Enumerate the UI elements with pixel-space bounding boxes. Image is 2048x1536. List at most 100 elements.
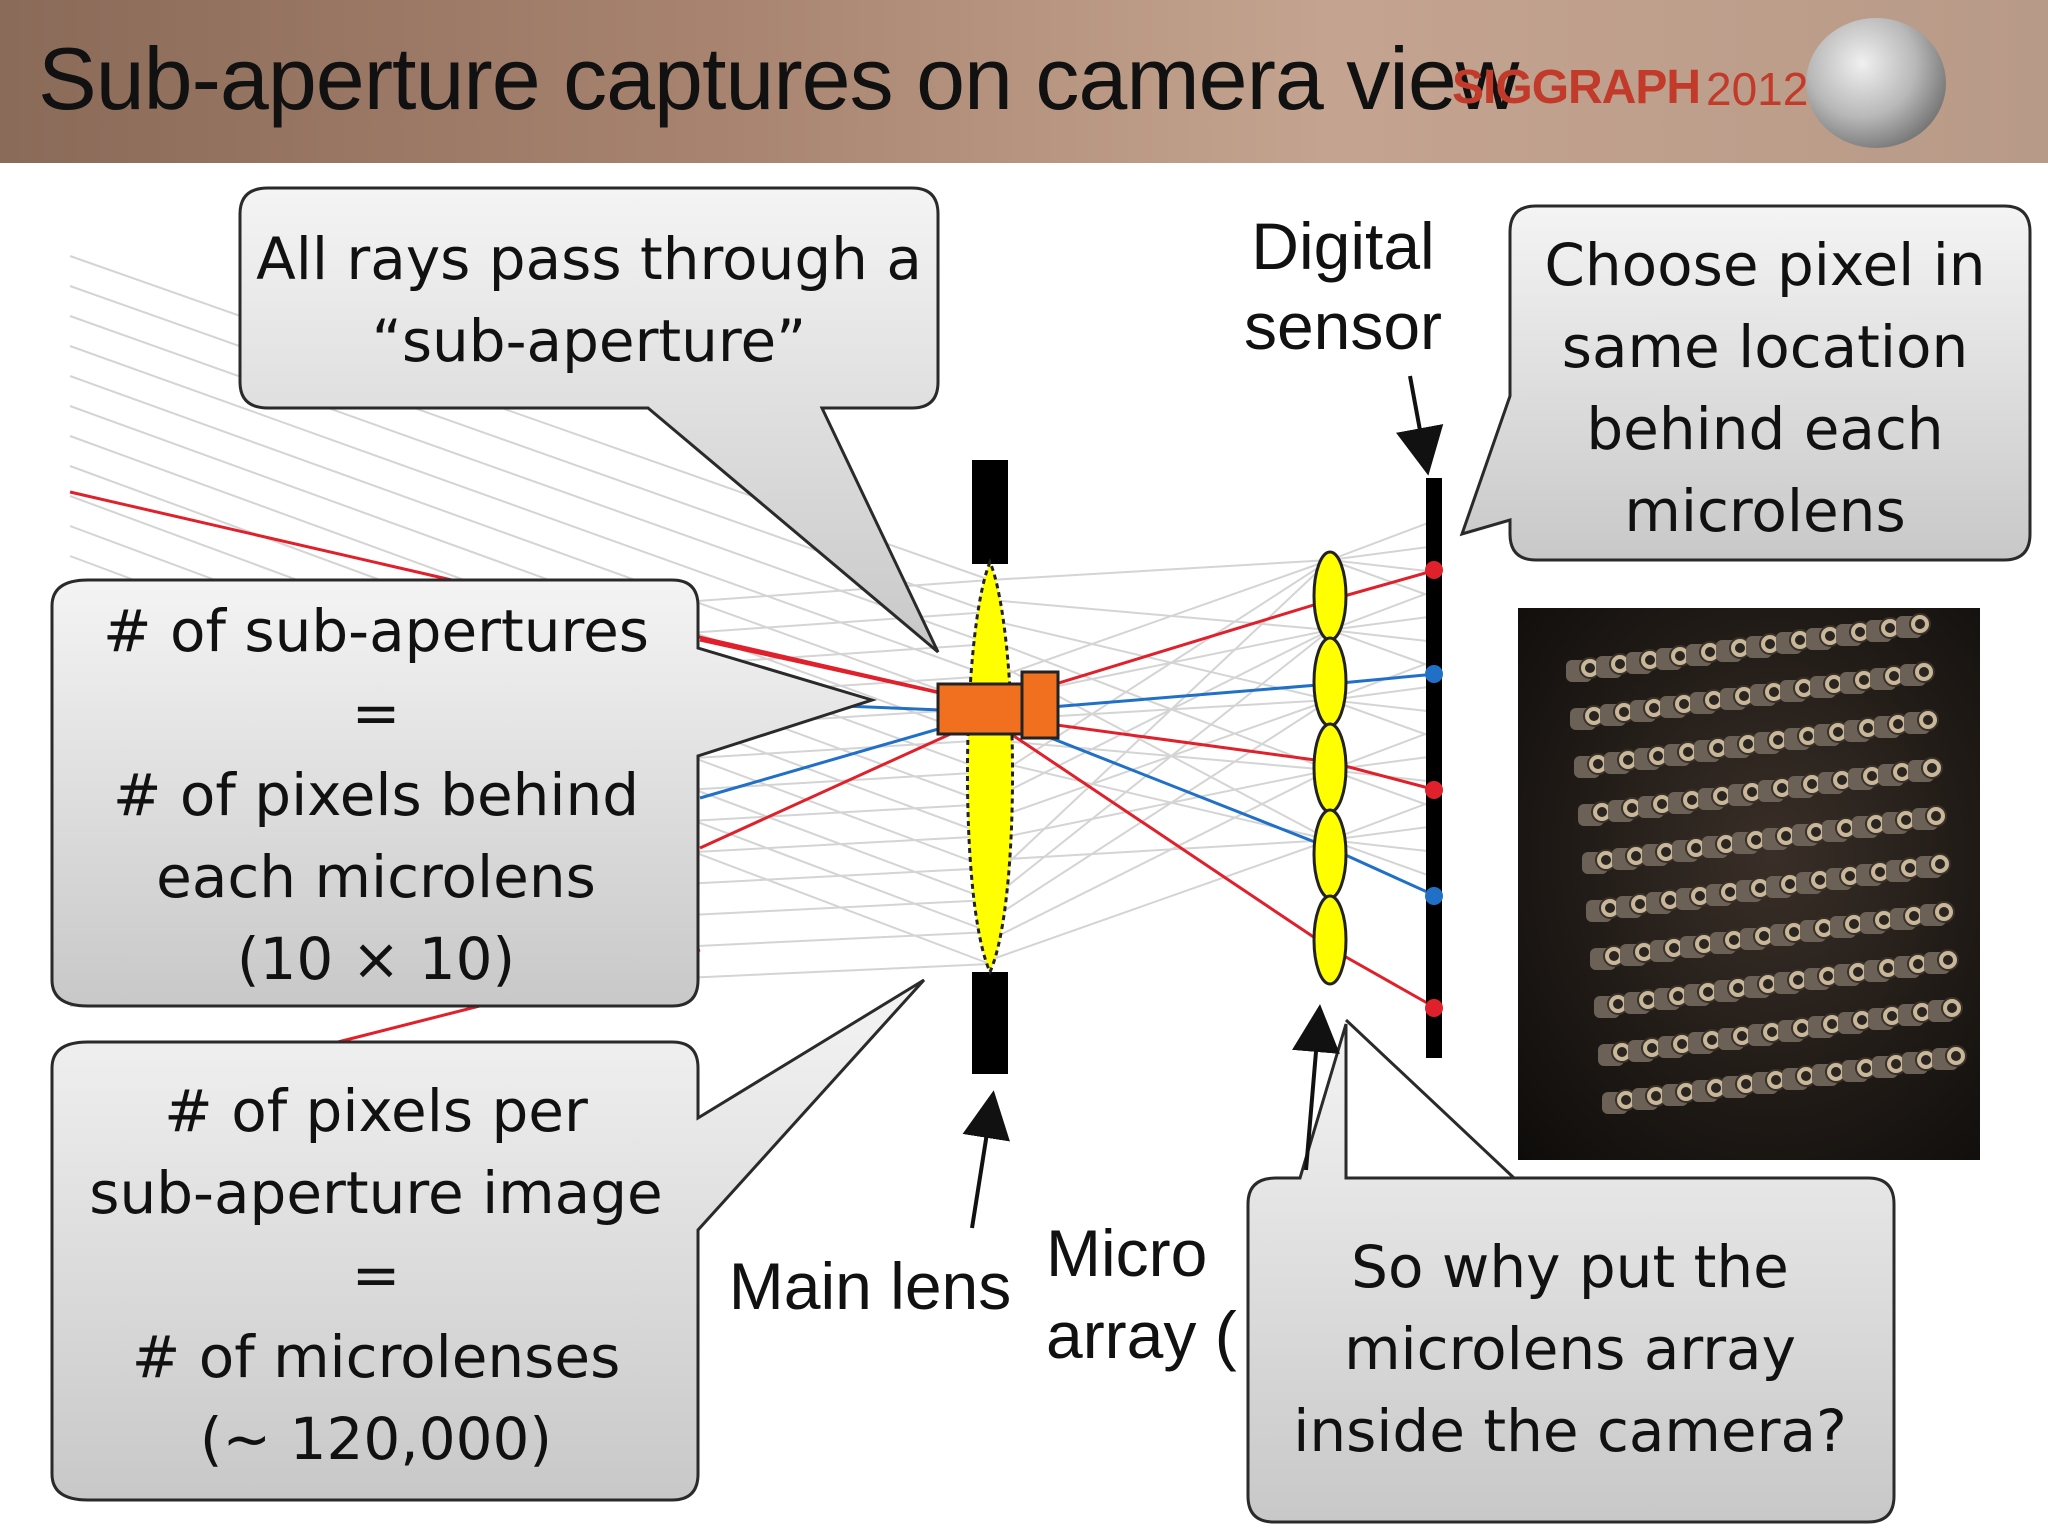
main-lens-stop-top [972,460,1008,564]
camera-lens-center [1931,811,1941,821]
callout-line: = [351,1241,401,1309]
camera-lens-center [1801,1071,1811,1081]
camera-lens-center [1859,675,1869,685]
camera-lens-center [1833,727,1843,737]
camera-lens-center [1747,787,1757,797]
digital-sensor [1426,478,1442,1058]
camera-lens-center [1755,883,1765,893]
gray-ray [69,375,991,709]
camera-lens-center [1683,747,1693,757]
gray-ray [989,699,1331,821]
callout-why-text: So why put the microlens array inside th… [1250,1226,1890,1472]
title-banner [0,0,2048,163]
camera-lens-center [1613,999,1623,1009]
camera-lens-center [1733,983,1743,993]
camera-lens-center [1593,759,1603,769]
camera-lens-center [1657,799,1667,809]
camera-lens-center [1785,879,1795,889]
digital-sensor-label: Digital sensor [1208,206,1478,366]
camera-lens-center [1621,1095,1631,1105]
camera-lens-center [1789,927,1799,937]
main-lens [965,558,1015,976]
camera-lens-center [1917,1007,1927,1017]
sub-aperture-block [936,682,1024,736]
camera-lens-center [1765,639,1775,649]
microlens-array [1312,550,1348,986]
camera-lens-center [1919,667,1929,677]
gray-ray [989,699,1331,921]
sensor-pixel-dots [1425,561,1443,1017]
camera-lens-center [1893,719,1903,729]
sub-aperture-block-right [1020,670,1060,740]
camera-lens-center [1837,775,1847,785]
siggraph-logo-year: 2012 [1706,63,1809,115]
camera-lens-center [1827,1019,1837,1029]
gray-ray [1329,839,1437,853]
sensor-label-arrow [1396,375,1444,476]
main-lens-stop-bottom [972,972,1008,1074]
camera-lens-center [1811,827,1821,837]
gray-ray [989,839,1331,861]
gray-ray [989,839,1331,961]
callout-num-pixels-text: # of pixels per sub-aperture image = # o… [56,1070,696,1480]
camera-lens-center [1807,779,1817,789]
microlens [1312,550,1348,642]
sensor-pixel-dot [1425,665,1443,683]
sensor-pixel-dot [1425,999,1443,1017]
camera-lens-center [1921,1055,1931,1065]
camera-lens-center [1673,991,1683,1001]
gray-ray [989,599,1331,631]
camera-lens-center [1797,1023,1807,1033]
camera-lens-center [1863,723,1873,733]
gray-ray [989,639,1331,771]
gray-ray [989,739,1331,771]
camera-lens-center [1769,687,1779,697]
camera-lens-center [1883,963,1893,973]
callout-line: each microlens [156,843,596,911]
camera-lens-center [1725,887,1735,897]
camera-lens-center [1849,919,1859,929]
camera-lens-center [1935,859,1945,869]
camera-lens-center [1819,923,1829,933]
callout-sub-aperture [238,186,940,654]
camera-lens-center [1793,975,1803,985]
camera-lens-center [1707,1035,1717,1045]
camera-lens-center [1647,1043,1657,1053]
gray-ray [1329,825,1437,841]
camera-lens-center [1773,735,1783,745]
gray-ray [989,769,1331,941]
camera-lens-center [1677,1039,1687,1049]
label-line: sensor [1243,289,1443,363]
microlens [1312,894,1348,986]
camera-lens-center [1735,643,1745,653]
label-line: Micro [1046,1216,1208,1290]
camera-lens-center [1915,619,1925,629]
gray-ray [1329,545,1437,561]
camera-lens-center [1825,631,1835,641]
gray-ray [1329,699,1437,713]
callout-line: behind each [1586,395,1944,463]
gray-ray [69,405,991,741]
camera-lens-center [1763,979,1773,989]
camera-lens-center [1699,939,1709,949]
camera-lens-center [1713,743,1723,753]
sensor-pixel-dot [1425,561,1443,579]
camera-lens-center [1841,823,1851,833]
camera-lens-center [1853,967,1863,977]
camera-lens-center [1681,1087,1691,1097]
camera-lens-center [1845,871,1855,881]
callout-num-sub-apertures-text: # of sub-apertures = # of pixels behind … [56,590,696,1000]
callout-line: All rays pass through a [256,225,922,293]
camera-lens-center [1799,683,1809,693]
gray-ray [69,315,991,645]
camera-lens-center [1815,875,1825,885]
microlens [1312,636,1348,728]
callout-line: Choose pixel in [1544,231,1986,299]
main-lens-label-arrow [962,1090,1010,1229]
camera-lens-center [1615,659,1625,669]
gray-ray [1329,589,1437,631]
camera-lens-center [1829,679,1839,689]
camera-lens-center [1879,915,1889,925]
camera-lens-center [1885,623,1895,633]
